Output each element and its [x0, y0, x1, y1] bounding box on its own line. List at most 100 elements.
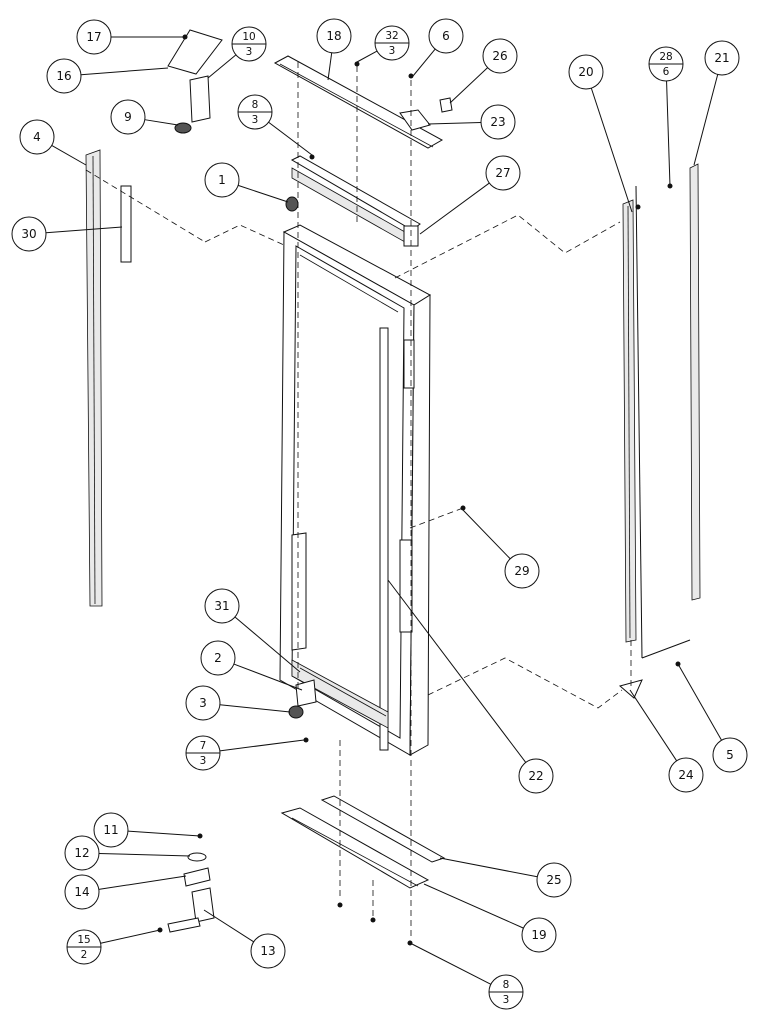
- leader-line: [419, 182, 490, 235]
- leader-line: [233, 663, 303, 691]
- callout-label: 1: [218, 173, 226, 187]
- leader-line: [45, 226, 123, 234]
- callout-5: 5: [677, 663, 748, 773]
- callout-circle: [93, 812, 129, 848]
- callout-denominator: 3: [252, 114, 259, 126]
- seal-strip-30: [120, 185, 132, 263]
- callout-17: 17: [76, 19, 185, 55]
- callout-numerator: 8: [252, 99, 259, 111]
- leader-line: [629, 689, 678, 762]
- leader-line: [412, 48, 436, 77]
- callout-circle: [110, 99, 146, 135]
- callout-label: 30: [21, 227, 36, 241]
- callout-circle: [518, 758, 554, 794]
- callout-denominator: 6: [663, 66, 670, 78]
- leader-line: [693, 74, 719, 166]
- callout-denominator: 3: [246, 46, 253, 58]
- callout-25: 25: [439, 857, 572, 898]
- callout-circle: [250, 933, 286, 969]
- callout-circle: [485, 155, 521, 191]
- callout-numerator: 28: [659, 51, 672, 63]
- callout-12: 12: [64, 835, 191, 871]
- callout-circle: [204, 588, 240, 624]
- callout-29: 29: [462, 509, 540, 589]
- callout-circle: [504, 553, 540, 589]
- callout-15-2: 152: [66, 929, 161, 965]
- callout-31: 31: [204, 588, 301, 673]
- leader-line: [127, 830, 201, 837]
- callout-18: 18: [316, 18, 352, 81]
- callout-2: 2: [200, 640, 303, 691]
- callout-label: 14: [74, 885, 89, 899]
- bottom-channel-19: [280, 807, 430, 889]
- callout-label: 6: [442, 29, 450, 43]
- lower-hinge-assembly: [157, 833, 215, 933]
- leader-line: [427, 121, 482, 125]
- callout-label: 4: [33, 130, 41, 144]
- callout-numerator: 8: [503, 979, 510, 991]
- callout-denominator: 3: [200, 755, 207, 767]
- leader-line: [219, 739, 305, 752]
- gasket-strip-left: [85, 149, 103, 607]
- callout-circle: [712, 737, 748, 773]
- callout-26: 26: [449, 38, 518, 104]
- callout-21: 21: [693, 40, 740, 166]
- callout-circle: [200, 640, 236, 676]
- callout-numerator: 10: [242, 31, 255, 43]
- callout-label: 5: [726, 748, 734, 762]
- callout-label: 21: [714, 51, 729, 65]
- callout-1: 1: [204, 162, 289, 203]
- callout-27: 27: [419, 155, 521, 235]
- callout-label: 11: [103, 823, 118, 837]
- callout-circle: [185, 685, 221, 721]
- callout-10-3: 103: [207, 26, 267, 79]
- callout-label: 19: [531, 928, 546, 942]
- callout-20: 20: [568, 54, 633, 213]
- callout-label: 26: [492, 49, 507, 63]
- strip-20: [622, 199, 637, 643]
- callout-label: 29: [514, 564, 529, 578]
- callout-label: 13: [260, 944, 275, 958]
- callout-label: 16: [56, 69, 71, 83]
- callout-14: 14: [64, 874, 187, 910]
- callout-circle: [536, 862, 572, 898]
- leader-line: [100, 929, 161, 944]
- callout-9: 9: [110, 99, 179, 135]
- strip-21: [689, 163, 701, 601]
- callout-32-3: 323: [356, 25, 410, 63]
- callout-denominator: 2: [81, 949, 88, 961]
- bottom-hinge-assembly: [288, 679, 317, 743]
- callout-label: 20: [578, 65, 593, 79]
- leader-line: [80, 67, 169, 76]
- callout-4: 4: [19, 119, 87, 166]
- callout-label: 18: [326, 29, 341, 43]
- leader-line: [462, 509, 511, 560]
- callout-circle: [428, 18, 464, 54]
- callout-22: 22: [387, 579, 554, 794]
- callout-label: 27: [495, 166, 510, 180]
- callout-6: 6: [412, 18, 464, 77]
- bracket-23: [399, 97, 453, 131]
- callout-16: 16: [46, 58, 169, 94]
- callout-circle: [11, 216, 47, 252]
- callout-23: 23: [427, 104, 516, 140]
- callout-denominator: 3: [503, 994, 510, 1006]
- leader-line: [51, 145, 87, 166]
- callout-label: 31: [214, 599, 229, 613]
- callout-circle: [64, 874, 100, 910]
- callout-24: 24: [629, 689, 704, 793]
- callout-circle: [76, 19, 112, 55]
- leader-line: [207, 54, 237, 79]
- callout-28-6: 286: [648, 46, 684, 187]
- callout-11: 11: [93, 812, 201, 848]
- callout-label: 24: [678, 768, 693, 782]
- callout-circle: [482, 38, 518, 74]
- top-channel-18: [273, 55, 444, 149]
- leader-line: [439, 857, 538, 878]
- leader-line: [666, 80, 671, 187]
- leader-line: [237, 184, 289, 203]
- alignment-lines: [85, 62, 632, 940]
- leader-line: [144, 119, 179, 126]
- callout-label: 3: [199, 696, 207, 710]
